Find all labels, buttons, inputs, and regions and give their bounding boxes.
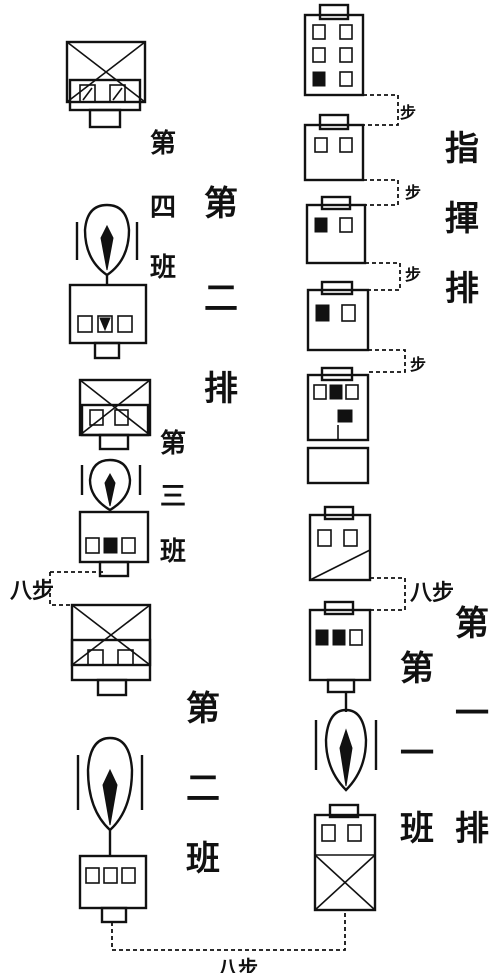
platoon2-char-1: 第 [204, 184, 238, 224]
hq-unit-2 [303, 113, 365, 182]
crew-box-squad3 [78, 510, 150, 578]
squad4-char-1: 第 [150, 128, 176, 159]
vehicle-crossed-2 [78, 378, 152, 451]
squad3-char-1: 第 [160, 428, 186, 459]
squad4-char-2: 四 [150, 193, 176, 223]
platoon2-label: 第 二 排 [204, 184, 238, 409]
vehicle-crossed-3 [70, 603, 152, 697]
platoon1-char-2: 一 [455, 694, 489, 734]
hq-unit-5 [306, 366, 370, 485]
hq-unit-3 [305, 195, 367, 265]
hq-step-label-2: 步 [405, 183, 421, 202]
hq-char-2: 揮 [445, 199, 479, 239]
left-step-label: 八步 [10, 578, 54, 604]
crew-box-squad2 [78, 854, 148, 924]
platoon1-char-3: 排 [455, 809, 489, 849]
squad4-char-3: 班 [150, 253, 176, 283]
hq-char-3: 排 [445, 269, 479, 309]
squad2-char-3: 班 [186, 839, 220, 879]
squad3-label: 第 三 班 [160, 428, 186, 567]
tank-squad4 [75, 203, 139, 285]
right-step-label: 八步 [410, 580, 454, 606]
squad1-char-3: 班 [400, 809, 434, 849]
bottom-step-label: 八步 [218, 956, 258, 973]
squad4-label: 第 四 班 [150, 128, 176, 283]
hq-step-label-1: 步 [400, 103, 416, 122]
squad3-char-2: 三 [160, 482, 186, 512]
hq-step-label-3: 步 [405, 265, 421, 284]
hq-step-connector-3: 步 [365, 262, 421, 291]
tank-squad2 [76, 736, 144, 856]
squad2-char-1: 第 [186, 689, 220, 729]
bottom-step-connector: 八步 [111, 910, 346, 977]
tank-squad1 [314, 692, 378, 792]
tank-squad3 [80, 458, 142, 512]
hq-step-connector-1: 步 [363, 94, 416, 126]
crew-box-squad1-mid [308, 600, 372, 694]
hq-char-1: 指 [445, 129, 479, 169]
hq-unit-4 [306, 280, 370, 352]
vehicle-crossed-4 [313, 803, 377, 912]
squad2-label: 第 二 班 [186, 689, 220, 879]
hq-step-label-4: 步 [410, 355, 426, 374]
platoon1-label: 第 一 排 [455, 604, 489, 849]
hq-step-connector-2: 步 [363, 179, 421, 206]
squad1-char-2: 一 [400, 734, 434, 774]
squad1-char-1: 第 [400, 649, 434, 689]
squad2-char-2: 二 [186, 769, 220, 809]
hq-step-connector-4: 步 [368, 349, 426, 374]
squad1-label: 第 一 班 [400, 649, 434, 849]
left-step-connector: 八步 [10, 571, 105, 606]
squad3-char-3: 班 [160, 537, 186, 567]
platoon1-char-1: 第 [455, 604, 489, 644]
hq-unit-1 [303, 3, 365, 97]
right-step-connector: 八步 [370, 577, 454, 611]
platoon2-char-3: 排 [204, 369, 238, 409]
hq-label: 指 揮 排 [445, 129, 479, 309]
crew-box-squad1-top [308, 505, 372, 582]
vehicle-crossed-1 [65, 40, 147, 129]
crew-box-squad4 [68, 283, 148, 360]
platoon2-char-2: 二 [204, 279, 238, 319]
